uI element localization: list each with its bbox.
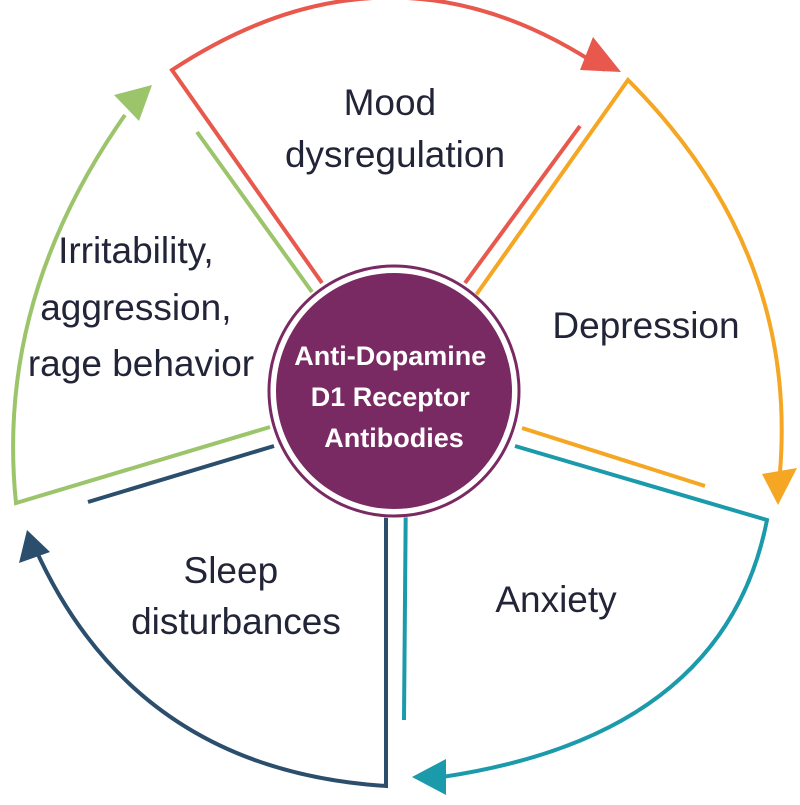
segment-anxiety-outline <box>441 444 770 779</box>
segment-depression-label: Depression <box>552 305 739 346</box>
segment-anxiety-inner-line <box>402 477 408 721</box>
arrowhead-anxiety-icon <box>412 759 446 795</box>
segment-depression: Depression <box>474 76 797 505</box>
segment-sleep-label: Sleep disturbances <box>131 550 341 642</box>
segment-mood-label: Mood dysregulation <box>285 82 505 175</box>
segment-anxiety: Anxiety <box>402 444 770 795</box>
segment-irritability-inner-line <box>195 130 314 294</box>
center-label: Anti-Dopamine D1 Receptor Antibodies <box>294 341 494 453</box>
segment-irritability-outline <box>11 113 271 506</box>
center-circle <box>276 273 512 509</box>
segment-depression-inner-line <box>521 426 706 488</box>
segment-sleep-inner-line <box>87 444 275 504</box>
arrowhead-irritability-icon <box>114 85 152 121</box>
segment-mood-outline <box>169 0 607 285</box>
segment-mood-dysregulation: Mood dysregulation <box>169 0 621 285</box>
segment-sleep-outline <box>33 482 388 789</box>
segment-irritability-label: Irritability, aggression, rage behavior <box>28 230 254 384</box>
segment-irritability: Irritability, aggression, rage behavior <box>11 85 314 506</box>
arrowhead-depression-icon <box>762 468 797 505</box>
segment-mood-inner-line <box>463 124 582 285</box>
segment-sleep-disturbances: Sleep disturbances <box>19 444 388 789</box>
center-circle-ring <box>267 264 521 518</box>
arrowhead-mood-icon <box>580 37 621 72</box>
arrowhead-sleep-icon <box>19 530 50 563</box>
segment-depression-outline <box>474 76 784 473</box>
segment-anxiety-label: Anxiety <box>495 579 617 620</box>
center-node: Anti-Dopamine D1 Receptor Antibodies <box>267 264 521 518</box>
